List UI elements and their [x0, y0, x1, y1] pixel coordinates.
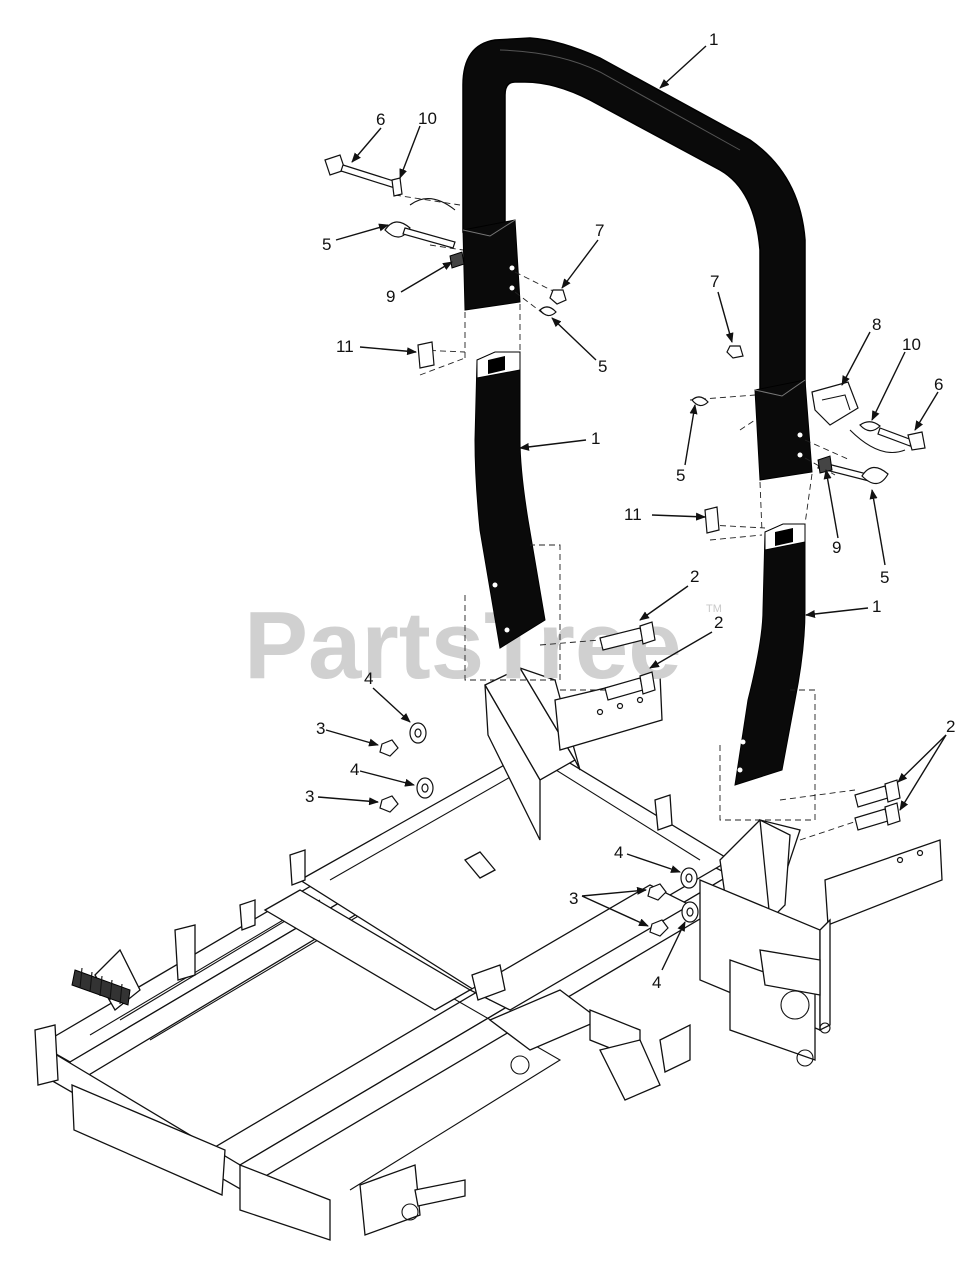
watermark-tm: TM [706, 603, 722, 615]
callout-8: 8 [872, 315, 881, 334]
callout-11: 11 [336, 337, 354, 356]
callout-7: 7 [710, 272, 719, 291]
callout-labels: 1 6 10 5 9 7 5 11 1 7 8 10 6 5 9 11 5 1 … [305, 30, 955, 992]
callout-2: 2 [690, 567, 699, 586]
callout-3: 3 [569, 889, 578, 908]
callout-5: 5 [880, 568, 889, 587]
rops-right-lower-tube [734, 523, 806, 786]
rops-left-lower-tube [474, 351, 546, 649]
pedal-spring [71, 967, 131, 1006]
tractor-frame [34, 666, 943, 1241]
callout-5: 5 [676, 466, 685, 485]
callout-1: 1 [709, 30, 718, 49]
callout-2: 2 [714, 613, 723, 632]
callout-10: 10 [418, 109, 437, 128]
callout-4: 4 [350, 760, 359, 779]
callout-4: 4 [364, 669, 373, 688]
callout-6: 6 [376, 110, 385, 129]
hardware-parts [324, 154, 926, 937]
callout-6: 6 [934, 375, 943, 394]
callout-1: 1 [591, 429, 600, 448]
leader-lines [317, 45, 947, 971]
alignment-guides [394, 194, 861, 841]
callout-11: 11 [624, 505, 642, 524]
callout-2: 2 [946, 717, 955, 736]
callout-5: 5 [598, 357, 607, 376]
rops-upper-hoop [462, 37, 813, 481]
callout-4: 4 [614, 843, 623, 862]
callout-9: 9 [832, 538, 841, 557]
callout-5: 5 [322, 235, 331, 254]
callout-4: 4 [652, 973, 661, 992]
callout-3: 3 [316, 719, 325, 738]
callout-1: 1 [872, 597, 881, 616]
callout-10: 10 [902, 335, 921, 354]
callout-3: 3 [305, 787, 314, 806]
callout-9: 9 [386, 287, 395, 306]
callout-7: 7 [595, 221, 604, 240]
